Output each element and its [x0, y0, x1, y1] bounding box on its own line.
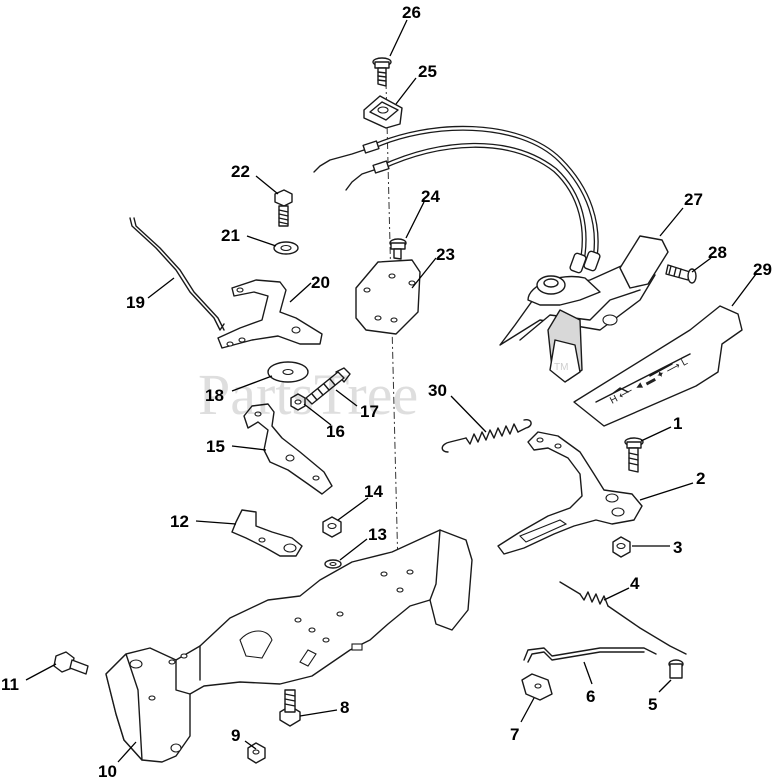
- part-20-bracket: [217, 279, 323, 349]
- callout-14: 14: [364, 482, 383, 501]
- callout-2: 2: [696, 469, 705, 488]
- callout-15: 15: [206, 437, 225, 456]
- alignment-centerline: [385, 81, 400, 611]
- callout-6: 6: [586, 687, 595, 706]
- callout-11: 11: [1, 675, 19, 694]
- callout-27: 27: [684, 190, 703, 209]
- callout-26: 26: [402, 3, 421, 22]
- part-16-nut: [290, 393, 306, 411]
- part-17-bolt: [305, 367, 351, 405]
- callout-17: 17: [360, 402, 379, 421]
- callout-28: 28: [708, 243, 727, 262]
- part-27-throttle-control: [499, 235, 669, 383]
- callout-25: 25: [418, 62, 437, 81]
- callout-21: 21: [221, 226, 240, 245]
- part-10-main-bracket: [105, 529, 473, 763]
- part-6-rod: [523, 647, 657, 663]
- callout-10: 10: [98, 762, 117, 781]
- watermark-trademark: TM: [554, 362, 568, 373]
- callout-16: 16: [326, 422, 345, 441]
- callout-13: 13: [368, 525, 387, 544]
- callout-1: 1: [673, 414, 682, 433]
- part-30-spring: [441, 418, 532, 453]
- part-8-bolt: [279, 689, 301, 727]
- part-24-screw: [389, 238, 407, 260]
- part-13-washer: [324, 559, 342, 569]
- part-7-clip: [521, 673, 553, 701]
- callout-18: 18: [205, 386, 224, 405]
- part-2-control-lever: [497, 431, 643, 555]
- callout-24: 24: [421, 187, 440, 206]
- part-5-screw: [668, 659, 684, 679]
- part-9-nut: [247, 742, 266, 764]
- callout-30: 30: [428, 381, 447, 400]
- callout-19: 19: [126, 293, 145, 312]
- part-1-bolt: [624, 437, 644, 473]
- control-cables: [313, 125, 599, 265]
- part-11-bolt: [53, 651, 89, 675]
- callout-labels: 1 2 3 4 5 6 7 8 9 10 11 12 13 14 15 16 1…: [1, 3, 772, 781]
- part-23-plate: [355, 259, 421, 335]
- callout-8: 8: [340, 698, 349, 717]
- callout-7: 7: [510, 725, 519, 744]
- part-15-lever: [243, 403, 333, 495]
- part-25-cable-clamp: [363, 95, 403, 129]
- callout-3: 3: [673, 538, 682, 557]
- callout-9: 9: [231, 726, 240, 745]
- callout-5: 5: [648, 695, 657, 714]
- callout-20: 20: [311, 273, 330, 292]
- part-4-spring: [559, 581, 687, 655]
- part-26-screw: [372, 57, 392, 87]
- callout-4: 4: [630, 574, 640, 593]
- part-21-washer: [273, 241, 299, 255]
- part-12-lever: [231, 509, 303, 557]
- part-18-washer: [267, 361, 309, 383]
- part-22-bolt: [274, 189, 293, 227]
- part-19-rod: [129, 217, 225, 331]
- callout-12: 12: [170, 512, 189, 531]
- part-29-decal-plate: H ⟵ ◄ ▬ ✦ ⟶ L: [573, 305, 743, 427]
- callout-29: 29: [753, 260, 772, 279]
- leader-lines: [25, 19, 757, 763]
- callout-22: 22: [231, 162, 250, 181]
- part-3-nut: [612, 536, 631, 558]
- watermark: PartsTree: [198, 362, 418, 427]
- part-14-nut: [322, 516, 342, 538]
- callout-23: 23: [436, 245, 455, 264]
- part-28-screw: [665, 264, 697, 284]
